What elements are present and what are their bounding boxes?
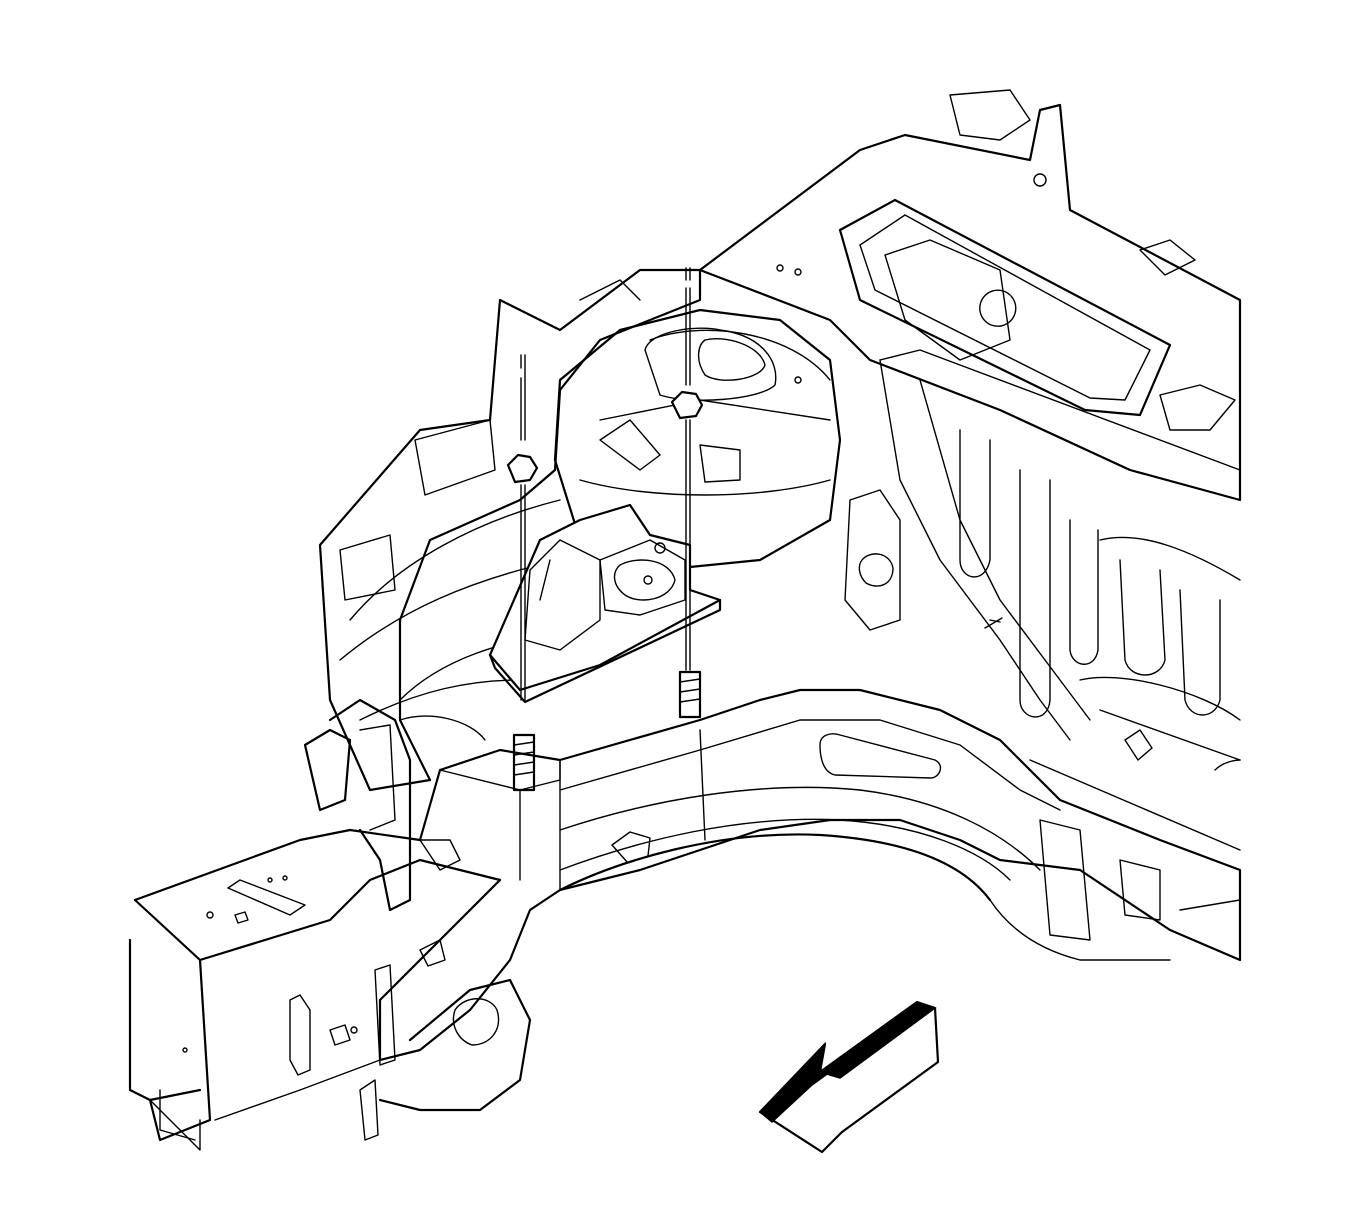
lower-control-arm-bracket [359, 939, 532, 1141]
right-side-structure [879, 359, 1241, 961]
side-bracket [844, 489, 901, 631]
inner-fender [318, 268, 702, 792]
mount-stud-right [670, 267, 704, 719]
wheel-arch [399, 715, 1171, 961]
frame-rail [378, 688, 1242, 1062]
mount-stud-left [506, 354, 539, 792]
cowl-panel [698, 89, 1242, 502]
direction-arrow-icon [758, 1000, 940, 1154]
fender-bracket [303, 698, 461, 912]
